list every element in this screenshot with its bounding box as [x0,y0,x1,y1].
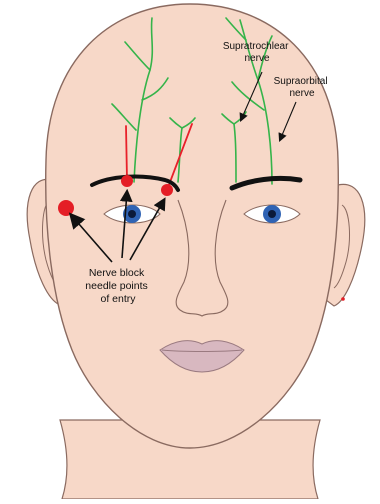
head-outline [46,4,339,448]
entry-point-supratrochlear [161,184,173,196]
entry-point-supraorbital [121,175,133,187]
entry-point-right-ear-marker [341,297,345,301]
entry-point-ear [58,200,74,216]
needle-1 [126,126,127,180]
